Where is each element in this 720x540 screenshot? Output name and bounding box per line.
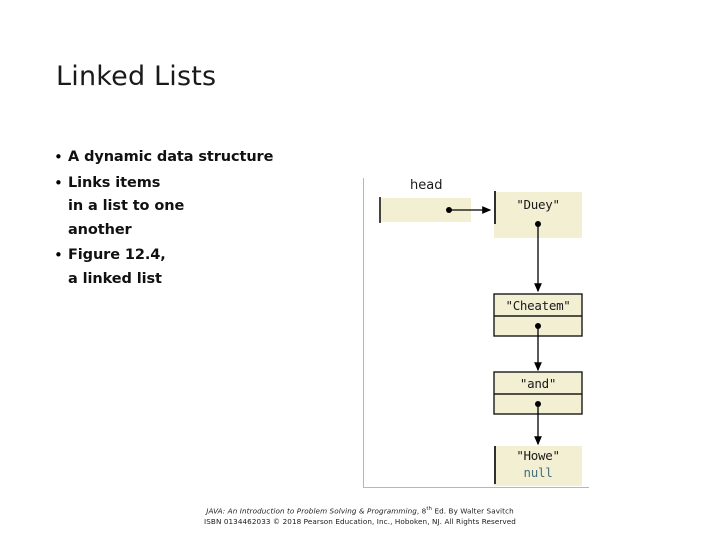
linked-list-diagram: [379, 191, 583, 486]
node-cheatem-label: "Cheatem": [505, 298, 571, 313]
footer-line-copyright: ISBN 0134462033 © 2018 Pearson Education…: [204, 516, 516, 526]
linked-list-figure: head "Duey" "Cheatem" "and" "Howe" null: [363, 178, 589, 488]
bullet-marker-icon: •: [54, 148, 63, 166]
footer-edition-prefix: , 8: [416, 506, 427, 516]
footer-edition-ordinal: th: [426, 506, 433, 512]
bullet-marker-icon: •: [54, 173, 63, 192]
list-item: • Figure 12.4, a linked list: [54, 244, 344, 291]
list-item: • Links items in a list to one another: [54, 172, 344, 243]
node-howe-label: "Howe": [516, 448, 560, 463]
page-title: Linked Lists: [56, 61, 217, 92]
head-pointer-label: head: [410, 178, 443, 193]
bullet-list: • A dynamic data structure • Links items…: [54, 146, 344, 293]
node-howe-box: [494, 446, 582, 486]
list-item-label: A dynamic data structure: [68, 149, 274, 165]
node-and-label: "and": [519, 376, 557, 391]
footer-book-title: JAVA: An Introduction to Problem Solving…: [206, 506, 417, 516]
footer-credit: JAVA: An Introduction to Problem Solving…: [0, 504, 720, 527]
list-item: • A dynamic data structure: [54, 146, 344, 170]
node-duey-label: "Duey": [516, 197, 560, 212]
footer-author: Ed. By Walter Savitch: [432, 506, 514, 516]
list-item-label: Figure 12.4, a linked list: [68, 247, 166, 287]
footer-line-title: JAVA: An Introduction to Problem Solving…: [0, 504, 720, 517]
node-howe-null-label: null: [523, 465, 553, 480]
list-item-label: Links items in a list to one another: [68, 174, 185, 238]
bullet-marker-icon: •: [54, 246, 63, 264]
